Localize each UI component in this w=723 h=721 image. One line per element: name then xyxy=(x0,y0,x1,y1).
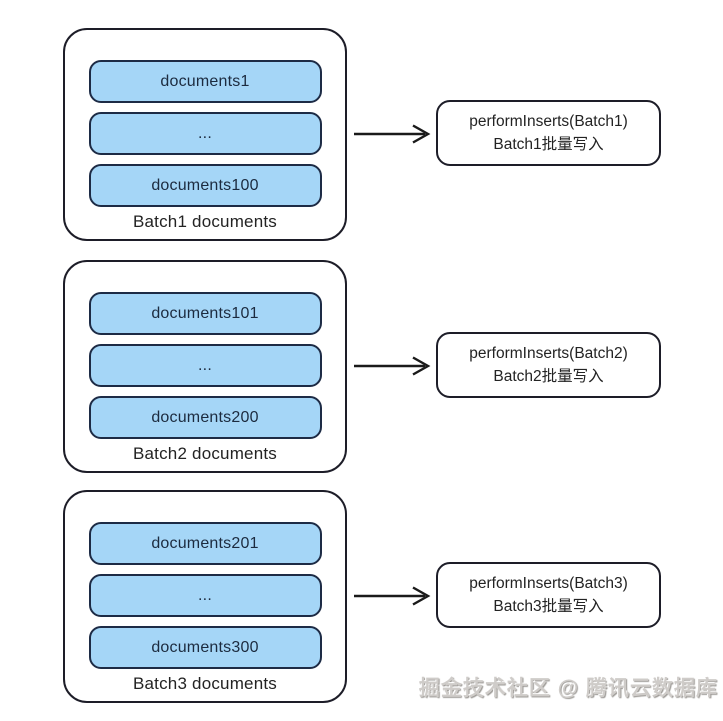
document-node: documents101 xyxy=(88,292,322,335)
document-ellipsis-node: ... xyxy=(88,344,322,387)
perform-inserts-batch2-box: performInserts(Batch2) Batch2批量写入 xyxy=(436,332,661,398)
call-signature: performInserts(Batch3) xyxy=(469,574,628,592)
batch3-label: Batch3 documents xyxy=(132,674,277,693)
arrow-right-icon xyxy=(354,586,431,606)
batch1-container: documents1 ... documents100 Batch1 docum… xyxy=(63,28,347,241)
document-ellipsis-node: ... xyxy=(88,574,322,617)
document-node: documents201 xyxy=(88,522,322,565)
document-node: documents1 xyxy=(88,60,322,103)
document-node: documents300 xyxy=(88,626,322,669)
document-node: documents100 xyxy=(88,164,322,207)
arrow-right-icon xyxy=(354,124,431,144)
call-description: Batch2批量写入 xyxy=(493,368,604,385)
batch2-label: Batch2 documents xyxy=(132,444,277,463)
batch3-row: documents201 ... documents300 Batch3 doc… xyxy=(0,490,723,706)
perform-inserts-batch1-box: performInserts(Batch1) Batch1批量写入 xyxy=(436,100,661,166)
batch3-container: documents201 ... documents300 Batch3 doc… xyxy=(63,490,347,703)
call-description: Batch3批量写入 xyxy=(493,598,604,615)
watermark: 掘金技术社区 @ 腾讯云数据库 xyxy=(418,677,718,700)
perform-inserts-batch3-box: performInserts(Batch3) Batch3批量写入 xyxy=(436,562,661,628)
batch1-row: documents1 ... documents100 Batch1 docum… xyxy=(0,28,723,244)
call-description: Batch1批量写入 xyxy=(493,136,604,153)
document-node: documents200 xyxy=(88,396,322,439)
batch2-row: documents101 ... documents200 Batch2 doc… xyxy=(0,260,723,476)
batch1-label: Batch1 documents xyxy=(132,212,277,231)
batch2-container: documents101 ... documents200 Batch2 doc… xyxy=(63,260,347,473)
arrow-right-icon xyxy=(354,356,431,376)
call-signature: performInserts(Batch2) xyxy=(469,344,628,362)
call-signature: performInserts(Batch1) xyxy=(469,112,628,130)
document-ellipsis-node: ... xyxy=(88,112,322,155)
